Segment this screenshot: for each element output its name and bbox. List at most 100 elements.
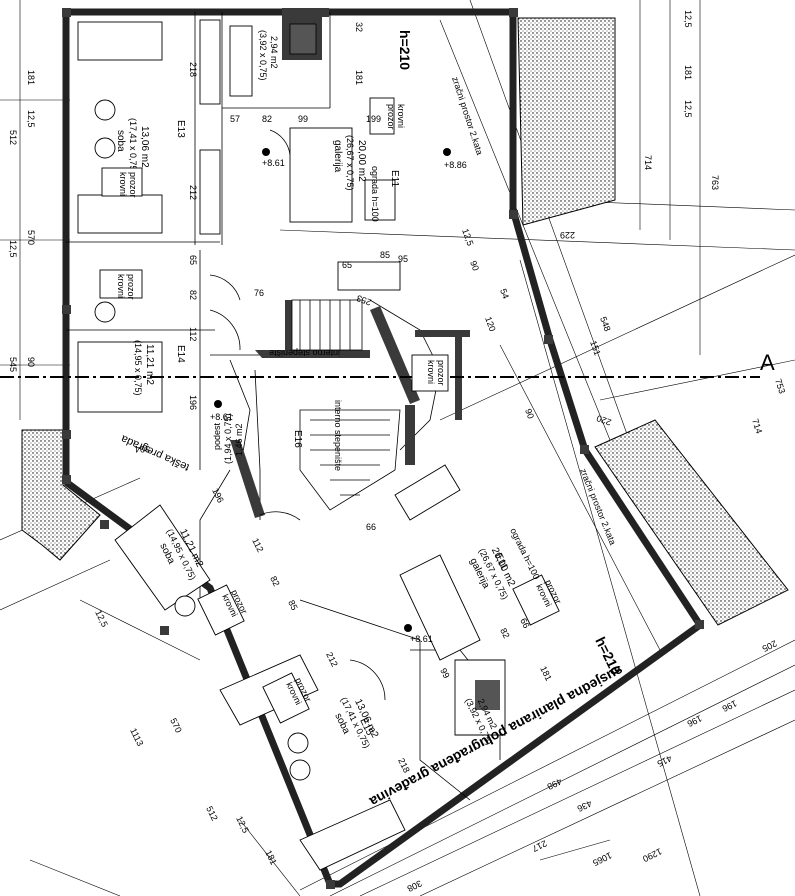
svg-text:zračni prostor 2.kata: zračni prostor 2.kata <box>578 467 618 546</box>
svg-text:85: 85 <box>380 250 390 260</box>
svg-text:181: 181 <box>354 70 364 85</box>
svg-text:304: 304 <box>135 444 150 454</box>
railing-note-top: ograda h=100 <box>370 166 380 222</box>
dimensions-middle: 212 65 82 112 196 304 66 76 65 85 95 253 <box>135 185 408 532</box>
furniture <box>77 19 506 871</box>
stair-label-2: interno stepenište <box>333 400 343 471</box>
svg-text:12,5: 12,5 <box>234 814 251 834</box>
svg-text:212: 212 <box>188 185 198 200</box>
svg-text:151: 151 <box>588 339 603 357</box>
svg-text:krovni: krovni <box>426 360 436 384</box>
door-code-4: E16 <box>292 430 303 448</box>
svg-text:(1,94 x 0,75): (1,94 x 0,75) <box>223 413 233 464</box>
room-podest: podest (1,94 x 0,75) 1,46 m2 <box>212 413 244 464</box>
svg-text:soba: soba <box>115 130 126 152</box>
svg-text:57: 57 <box>230 114 240 124</box>
svg-text:+8.61: +8.61 <box>210 412 233 422</box>
svg-text:E11: E11 <box>389 170 400 187</box>
level-marker-2: +8.86 <box>443 148 467 170</box>
svg-text:krovni: krovni <box>118 172 128 196</box>
svg-text:13,06 m2: 13,06 m2 <box>139 126 150 168</box>
svg-text:E16: E16 <box>292 430 303 448</box>
dimensions-left: 181 12,5 512 570 12,5 545 90 <box>8 70 36 372</box>
svg-text:212: 212 <box>324 650 340 668</box>
svg-text:82: 82 <box>498 626 511 639</box>
svg-text:181: 181 <box>263 848 279 866</box>
svg-text:E13: E13 <box>175 120 186 138</box>
svg-text:90: 90 <box>26 357 36 367</box>
svg-text:+8.61: +8.61 <box>410 634 433 644</box>
svg-text:20,00 m2: 20,00 m2 <box>356 140 367 182</box>
svg-text:12,5: 12,5 <box>93 608 110 628</box>
svg-text:308: 308 <box>406 878 424 894</box>
airspace-label-low: zračni prostor 2.kata <box>578 467 618 546</box>
door-code-1: E11 <box>389 170 400 187</box>
svg-text:prozor: prozor <box>128 172 138 198</box>
svg-text:99: 99 <box>298 114 308 124</box>
svg-text:112: 112 <box>188 327 198 341</box>
svg-text:2,94 m2: 2,94 m2 <box>269 36 279 69</box>
door-code-3: E14 <box>175 345 186 363</box>
svg-text:196: 196 <box>188 395 198 410</box>
svg-text:99: 99 <box>438 666 451 679</box>
svg-text:(26,67 x 0,75): (26,67 x 0,75) <box>345 135 355 191</box>
svg-text:763: 763 <box>710 175 720 190</box>
svg-text:570: 570 <box>168 716 184 734</box>
svg-text:1113: 1113 <box>128 726 145 747</box>
svg-text:112: 112 <box>250 536 265 553</box>
svg-text:12,5: 12,5 <box>26 110 36 128</box>
svg-text:interno stepenište: interno stepenište <box>333 400 343 471</box>
dimensions-top: 12,5 218 57 82 99 199 32 181 <box>188 10 693 124</box>
svg-text:galerija: galerija <box>332 140 343 173</box>
svg-text:82: 82 <box>268 574 281 587</box>
svg-text:120: 120 <box>483 315 498 333</box>
svg-text:714: 714 <box>643 155 653 170</box>
svg-text:1,46 m2: 1,46 m2 <box>234 423 244 456</box>
svg-text:+8.61: +8.61 <box>262 158 285 168</box>
svg-text:12,5: 12,5 <box>683 10 693 28</box>
svg-text:512: 512 <box>204 804 220 822</box>
svg-text:ograda h=100: ograda h=100 <box>508 526 541 581</box>
svg-text:85: 85 <box>286 598 299 611</box>
svg-text:229: 229 <box>560 230 575 240</box>
svg-text:95: 95 <box>398 254 408 264</box>
svg-text:196: 196 <box>210 486 226 504</box>
svg-text:12,5: 12,5 <box>683 100 693 118</box>
door-code-2: E13 <box>175 120 186 138</box>
svg-text:217: 217 <box>531 838 549 854</box>
svg-text:205: 205 <box>761 638 779 654</box>
svg-text:753: 753 <box>773 378 787 395</box>
terraces <box>21 17 789 626</box>
svg-text:218: 218 <box>188 62 198 77</box>
svg-text:teška pregrada: teška pregrada <box>118 432 191 473</box>
svg-text:436: 436 <box>576 798 594 814</box>
room-soba-low2: soba (17,41 x 0,75) 13,06 m2 <box>332 695 380 749</box>
svg-text:krovni: krovni <box>396 104 406 128</box>
svg-text:54: 54 <box>498 287 511 300</box>
svg-text:199: 199 <box>366 114 381 124</box>
svg-text:66: 66 <box>366 522 376 532</box>
railing-note-low: ograda h=100 <box>508 526 541 581</box>
svg-text:podest: podest <box>212 422 222 450</box>
level-marker-4: +8.61 <box>210 400 233 422</box>
dimensions-diagonal: 12,5 90 54 120 90 548 151 229 220 <box>460 227 613 427</box>
level-marker-3: +8.61 <box>404 624 433 644</box>
svg-text:90: 90 <box>523 407 536 420</box>
height-label-top: h=210 <box>397 30 413 70</box>
room-wc-top: (3,92 x 0,75) 2,94 m2 <box>258 30 279 81</box>
svg-text:E14: E14 <box>175 345 186 363</box>
section-axis-label: A <box>760 350 775 375</box>
svg-text:1290: 1290 <box>641 846 663 864</box>
svg-text:interno stepenište: interno stepenište <box>269 348 340 358</box>
svg-text:90: 90 <box>468 259 481 272</box>
svg-text:(3,92 x 0,75): (3,92 x 0,75) <box>258 30 268 81</box>
